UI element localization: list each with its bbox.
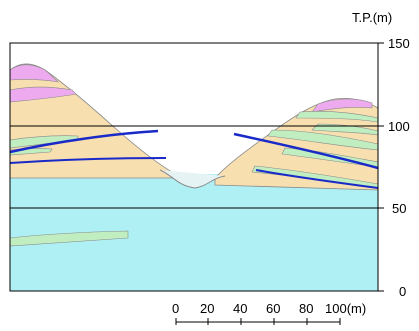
axis-tick-label-150: 150 [388,36,410,51]
right-clay-line-2 [255,169,379,189]
left-green-lens-deep [9,230,129,247]
axis-tick-label-100: 100 [388,119,410,134]
right-magenta-layer-1 [311,98,373,113]
axis-tick-label-0: 0 [399,284,406,299]
scale-label-0: 0 [172,301,179,316]
scale-label-100: 100(m) [325,301,366,316]
left-magenta-layer-1 [9,64,59,83]
section-frame [9,42,379,292]
left-magenta-layer-2 [9,86,77,103]
scale-label-40: 40 [233,301,247,316]
scale-label-80: 80 [299,301,313,316]
valley-profile [159,169,226,189]
left-clay-line-2 [9,157,167,164]
axis-unit-label: T.P.(m) [352,10,392,25]
left-clay-line-1 [9,129,159,154]
scale-bar: 0 20 40 60 80 100(m) [172,301,366,325]
scale-label-20: 20 [200,301,214,316]
axis-tick-label-50: 50 [392,201,406,216]
right-clay-line-1 [233,132,379,170]
groundwater-zone [10,174,378,291]
scale-label-60: 60 [266,301,280,316]
